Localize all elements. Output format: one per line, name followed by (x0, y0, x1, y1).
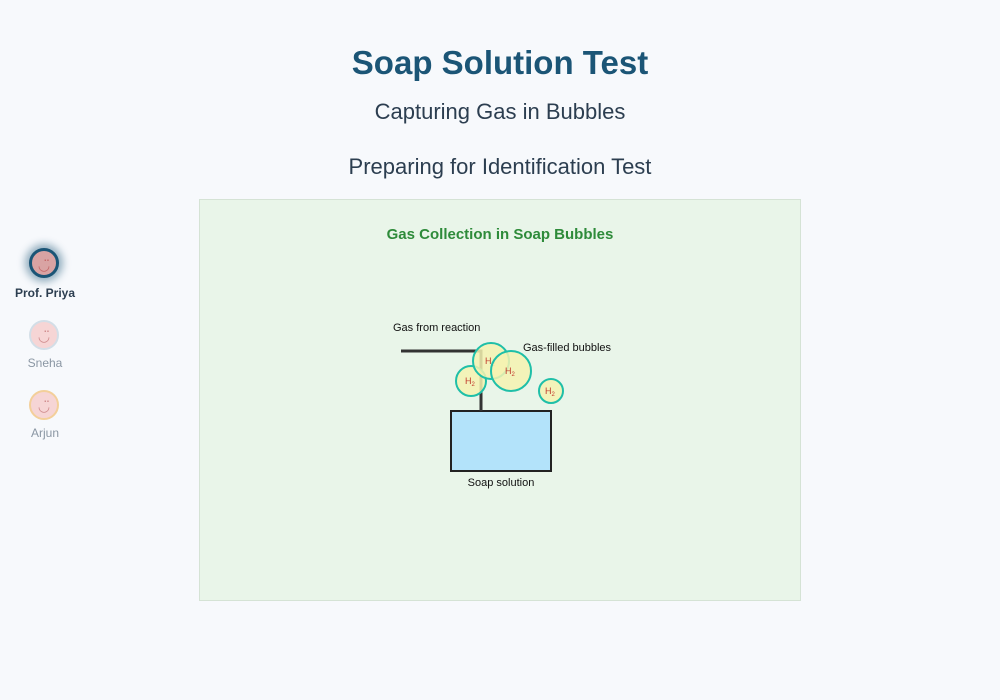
svg-text:H2: H2 (465, 376, 476, 388)
smiley-face-icon: ◡̈ (37, 328, 51, 344)
gas-source-label: Gas from reaction (393, 322, 480, 334)
diagram-title: Gas Collection in Soap Bubbles (386, 226, 614, 243)
lesson-title: Soap Solution Test (351, 44, 649, 81)
avatar: ◡̈ (29, 248, 59, 278)
participant-name: Arjun (30, 426, 59, 440)
gas-collection-diagram: H2 H2 H2 H2 Gas from reaction Gas-filled… (393, 322, 612, 489)
bubbles-label: Gas-filled bubbles (523, 342, 612, 354)
smiley-face-icon: ◡̈ (37, 398, 51, 414)
soap-solution-container (450, 410, 552, 472)
smiley-face-icon: ◡̈ (37, 257, 51, 273)
svg-text:H2: H2 (545, 386, 556, 398)
bubble: H2 (490, 350, 532, 392)
participant-name: Sneha (27, 356, 63, 370)
avatar: ◡̈ (29, 320, 59, 350)
section-heading: Preparing for Identification Test (348, 154, 652, 179)
avatar: ◡̈ (29, 390, 59, 420)
diagram-panel: Gas Collection in Soap Bubbles H2 H2 H2 … (199, 199, 801, 601)
svg-text:H2: H2 (505, 366, 516, 378)
container-label: Soap solution (468, 477, 535, 489)
bubble: H2 (538, 378, 564, 404)
lesson-subtitle: Capturing Gas in Bubbles (374, 99, 626, 124)
participant-name: Prof. Priya (14, 286, 76, 300)
